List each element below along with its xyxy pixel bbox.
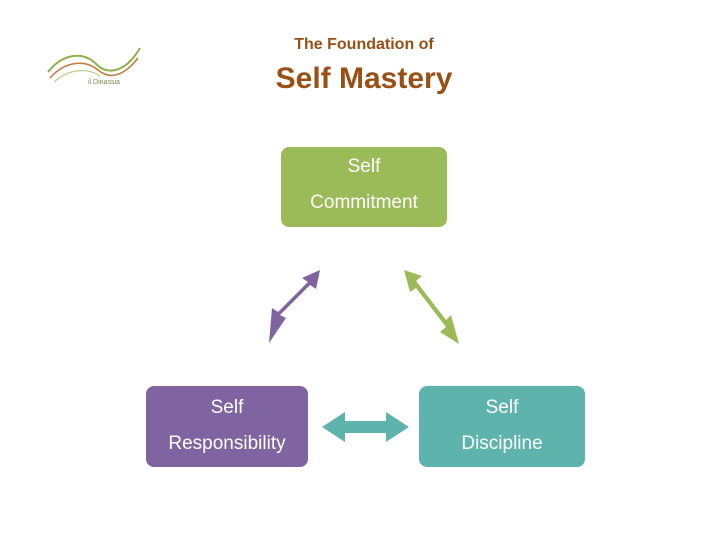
node-discipline-line2: Discipline — [461, 433, 543, 454]
node-self-responsibility: Self Responsibility — [146, 386, 308, 467]
node-self-commitment: Self Commitment — [281, 147, 447, 227]
header-subtitle: The Foundation of — [294, 36, 434, 53]
node-responsibility-line1: Self — [210, 397, 244, 418]
arrow-commitment-discipline — [404, 270, 459, 344]
arrow-responsibility-discipline — [322, 412, 409, 442]
node-self-discipline: Self Discipline — [419, 386, 585, 467]
node-commitment-line2: Commitment — [310, 192, 418, 213]
node-commitment-line1: Self — [347, 156, 381, 177]
node-responsibility-line2: Responsibility — [168, 433, 286, 454]
node-discipline-line1: Self — [485, 397, 519, 418]
page-title: Self Mastery — [275, 62, 453, 95]
arrow-responsibility-commitment — [269, 270, 320, 343]
wave-logo-icon: il Dinassia — [47, 47, 141, 86]
logo-text: il Dinassia — [88, 79, 120, 86]
